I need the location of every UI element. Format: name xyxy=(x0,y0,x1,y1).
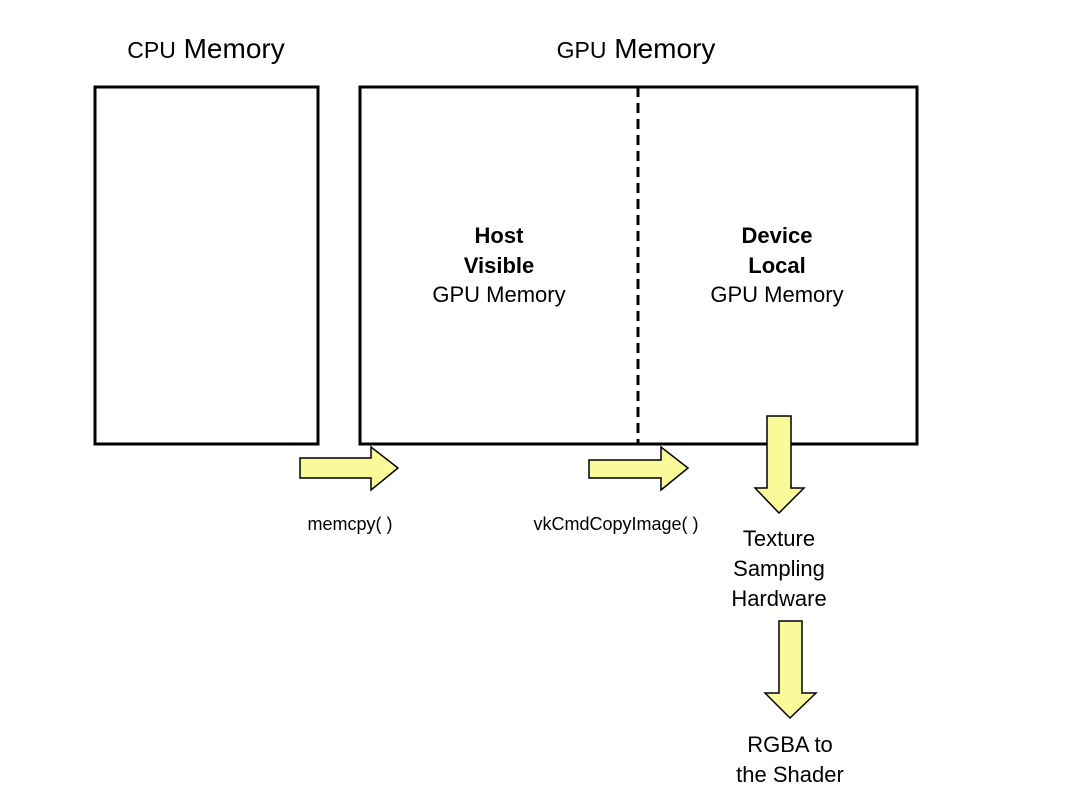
rgba-output-label: RGBA to the Shader xyxy=(736,732,844,787)
texture-sampling-label: Texture Sampling Hardware xyxy=(731,526,826,611)
svg-text:GPU Memory: GPU Memory xyxy=(432,282,565,307)
cpu-memory-box xyxy=(93,85,320,446)
down-arrow-to-shader-icon xyxy=(763,620,818,720)
gpu-memory-title: GPU Memory xyxy=(557,33,716,64)
svg-text:the Shader: the Shader xyxy=(736,762,844,787)
device-local-label: Device Local GPU Memory xyxy=(710,223,843,307)
cpu-memory-title: CPU Memory xyxy=(127,33,284,64)
host-visible-label: Host Visible GPU Memory xyxy=(432,223,565,307)
svg-text:Local: Local xyxy=(748,253,805,278)
memcpy-arrow-icon xyxy=(299,445,400,492)
svg-text:Sampling: Sampling xyxy=(733,556,825,581)
svg-text:Texture: Texture xyxy=(743,526,815,551)
down-arrow-icon xyxy=(753,415,806,515)
copy-image-label: vkCmdCopyImage( ) xyxy=(533,514,698,534)
copy-image-arrow-icon xyxy=(588,445,690,492)
svg-text:RGBA to: RGBA to xyxy=(747,732,833,757)
svg-text:Device: Device xyxy=(742,223,813,248)
svg-text:Visible: Visible xyxy=(464,253,535,278)
memcpy-label: memcpy( ) xyxy=(308,514,393,534)
svg-text:Host: Host xyxy=(475,223,525,248)
svg-text:Hardware: Hardware xyxy=(731,586,826,611)
svg-text:GPU Memory: GPU Memory xyxy=(710,282,843,307)
